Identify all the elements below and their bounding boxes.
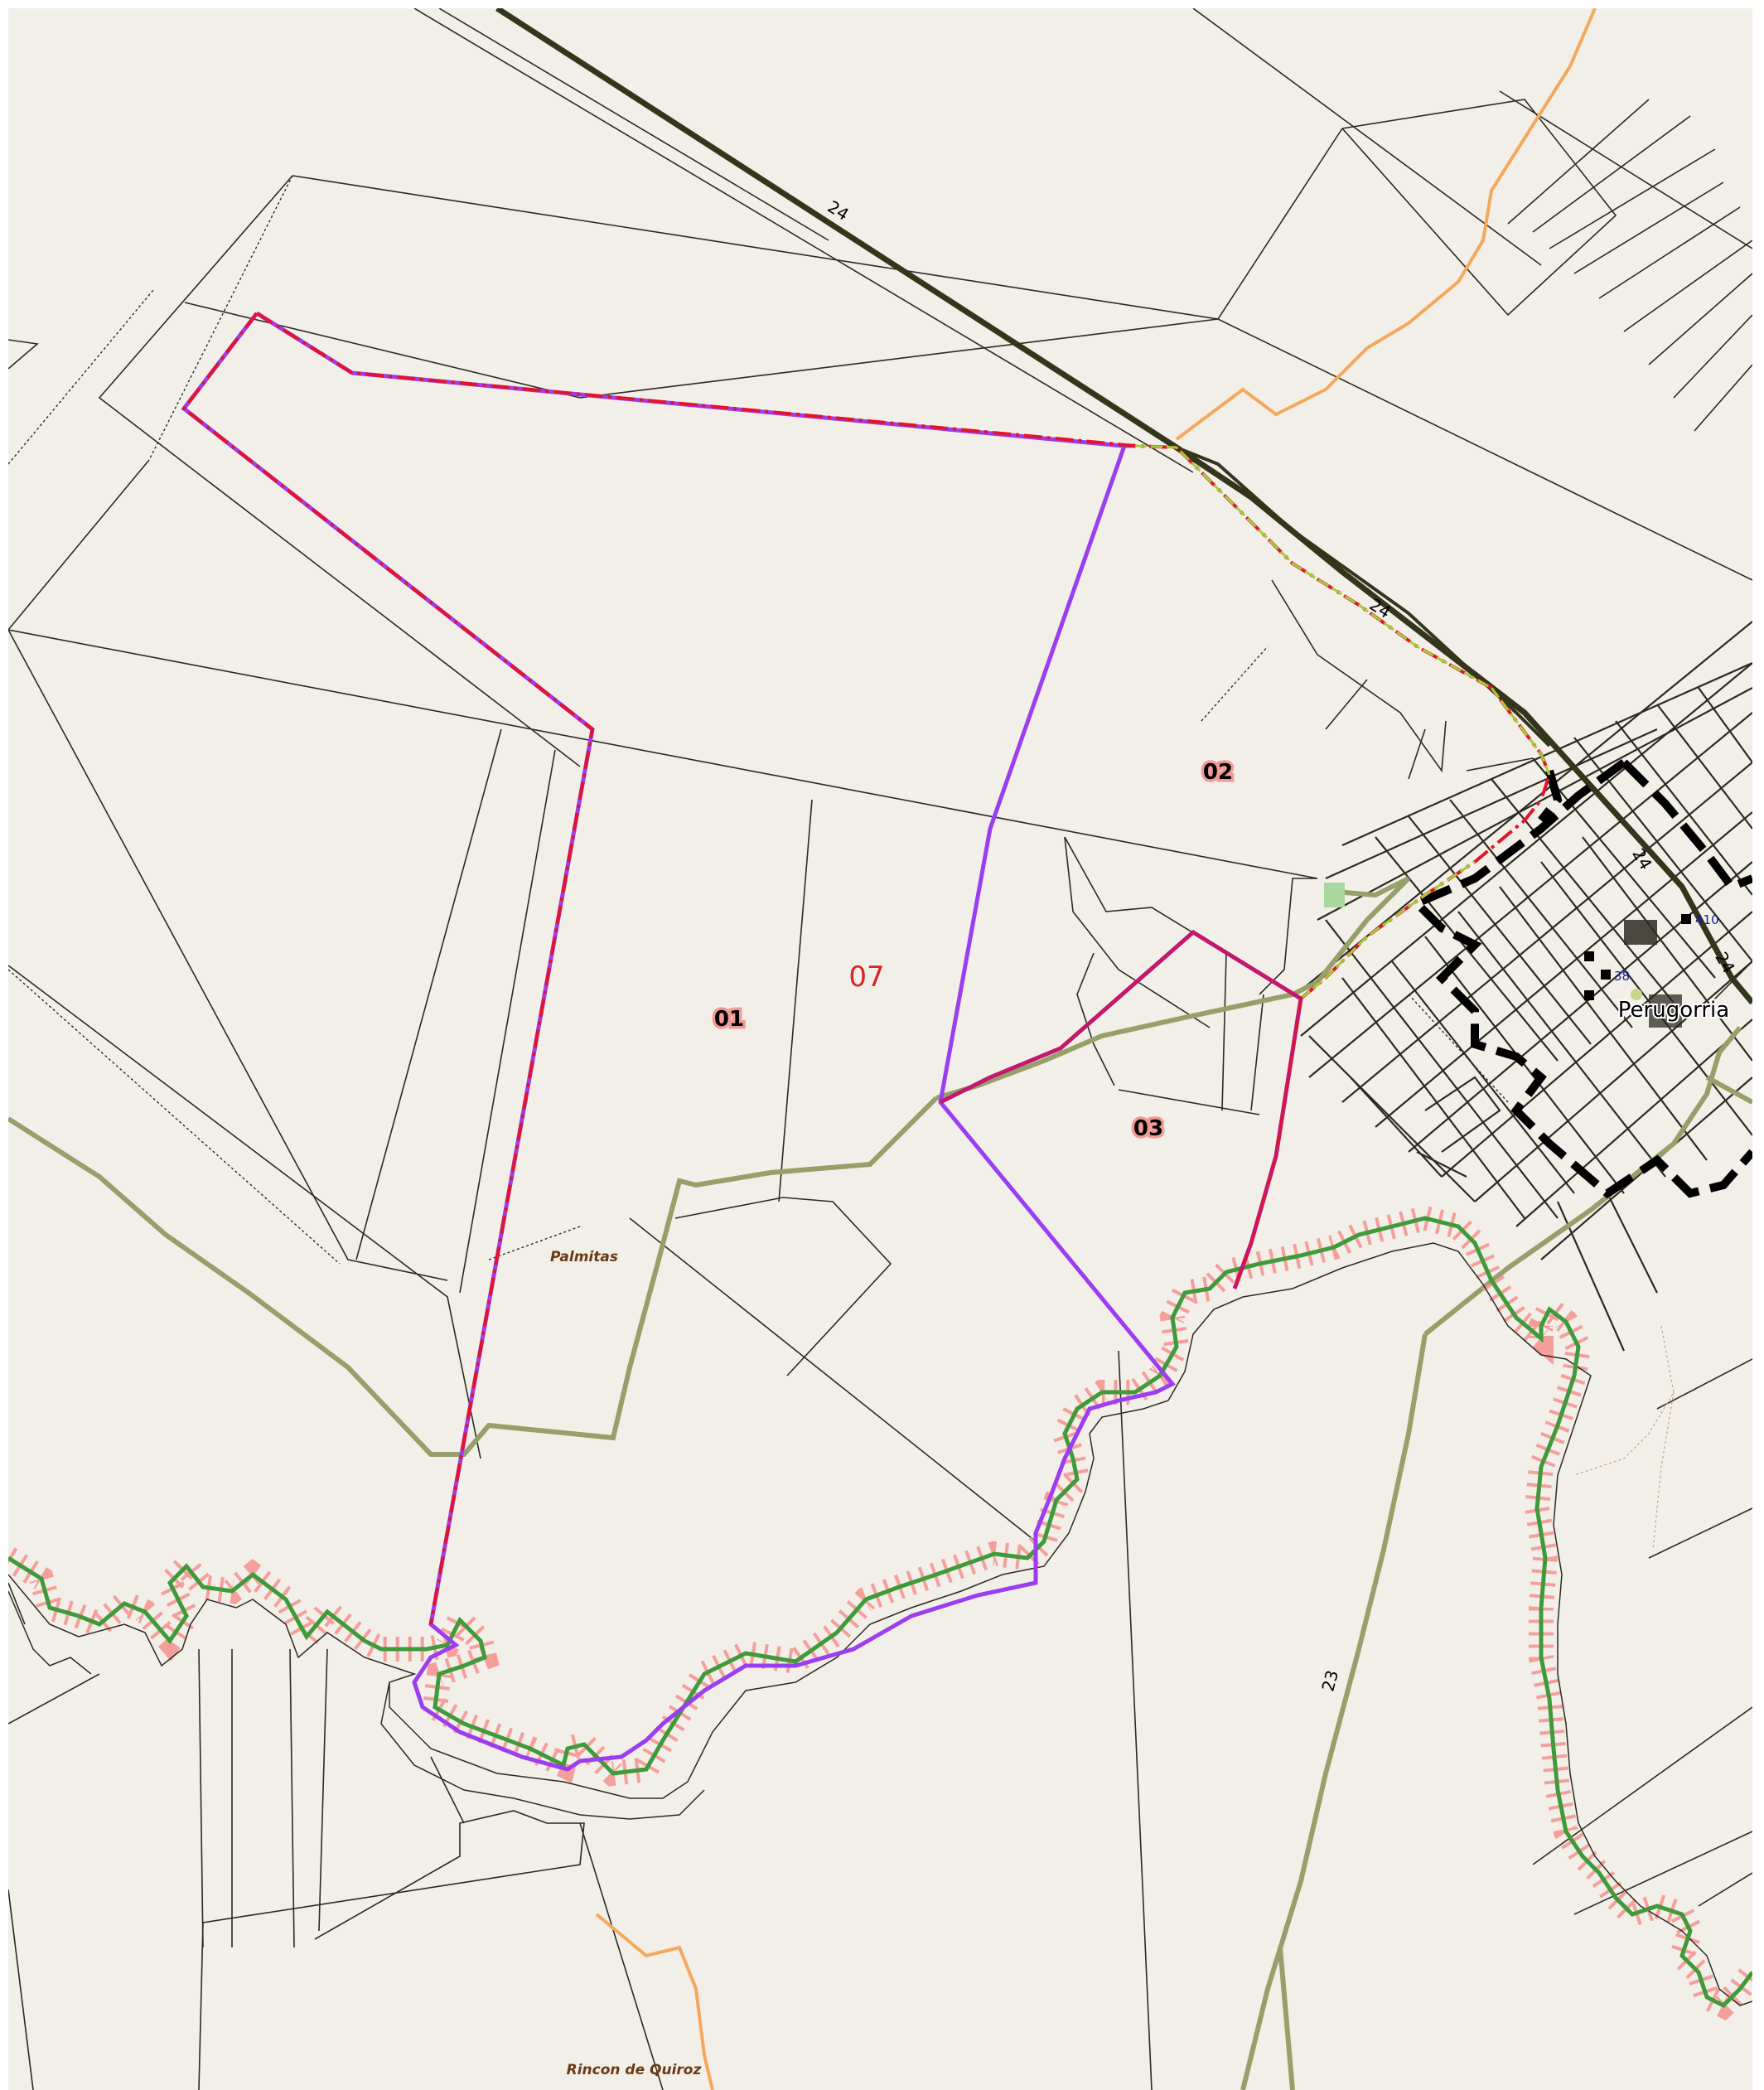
poi-labels: 410 38	[1614, 912, 1719, 984]
zone-labels: 01 02 03 07	[711, 757, 1235, 1144]
place-label-palmitas: Palmitas	[550, 1249, 618, 1265]
magenta-boundary-redline	[1234, 998, 1302, 1289]
dashed-road	[1409, 758, 1752, 1199]
green-area-icon	[1324, 883, 1345, 907]
house-icon	[1584, 951, 1594, 961]
poi-icons	[1324, 883, 1691, 1028]
poi-label-410: 410	[1695, 912, 1719, 927]
park-icon	[1631, 989, 1642, 1000]
zone-label-07[interactable]: 07	[848, 960, 884, 994]
dotted-parcel-lines	[8, 175, 1509, 1265]
place-labels: Palmitas Rincon de Quiroz Perugorria	[550, 996, 1731, 2078]
footpath	[1573, 1325, 1675, 1551]
secondary-roads	[8, 876, 1752, 2090]
place-label-rincon: Rincon de Quiroz	[567, 2062, 702, 2078]
poi-label-38: 38	[1614, 969, 1630, 984]
magenta-boundary	[939, 929, 1303, 1289]
orange-road	[595, 8, 1597, 2090]
zone-label-03[interactable]: 03	[1130, 1114, 1166, 1144]
building-icon	[1624, 920, 1657, 945]
place-label-perugorria: Perugorria	[1618, 998, 1729, 1023]
parcel-boundaries	[8, 8, 1752, 2090]
building-icon	[1649, 994, 1682, 1028]
poi-38-icon[interactable]	[1601, 970, 1611, 980]
highway-24	[495, 8, 1752, 1005]
poi-410-icon[interactable]	[1681, 914, 1691, 924]
yellow-green-overlay	[1134, 444, 1551, 1000]
river-banks	[8, 1242, 1752, 2006]
zone-label-01[interactable]: 01	[711, 1004, 747, 1035]
zone-label-02[interactable]: 02	[1200, 757, 1235, 788]
house-icon	[1584, 990, 1594, 1000]
